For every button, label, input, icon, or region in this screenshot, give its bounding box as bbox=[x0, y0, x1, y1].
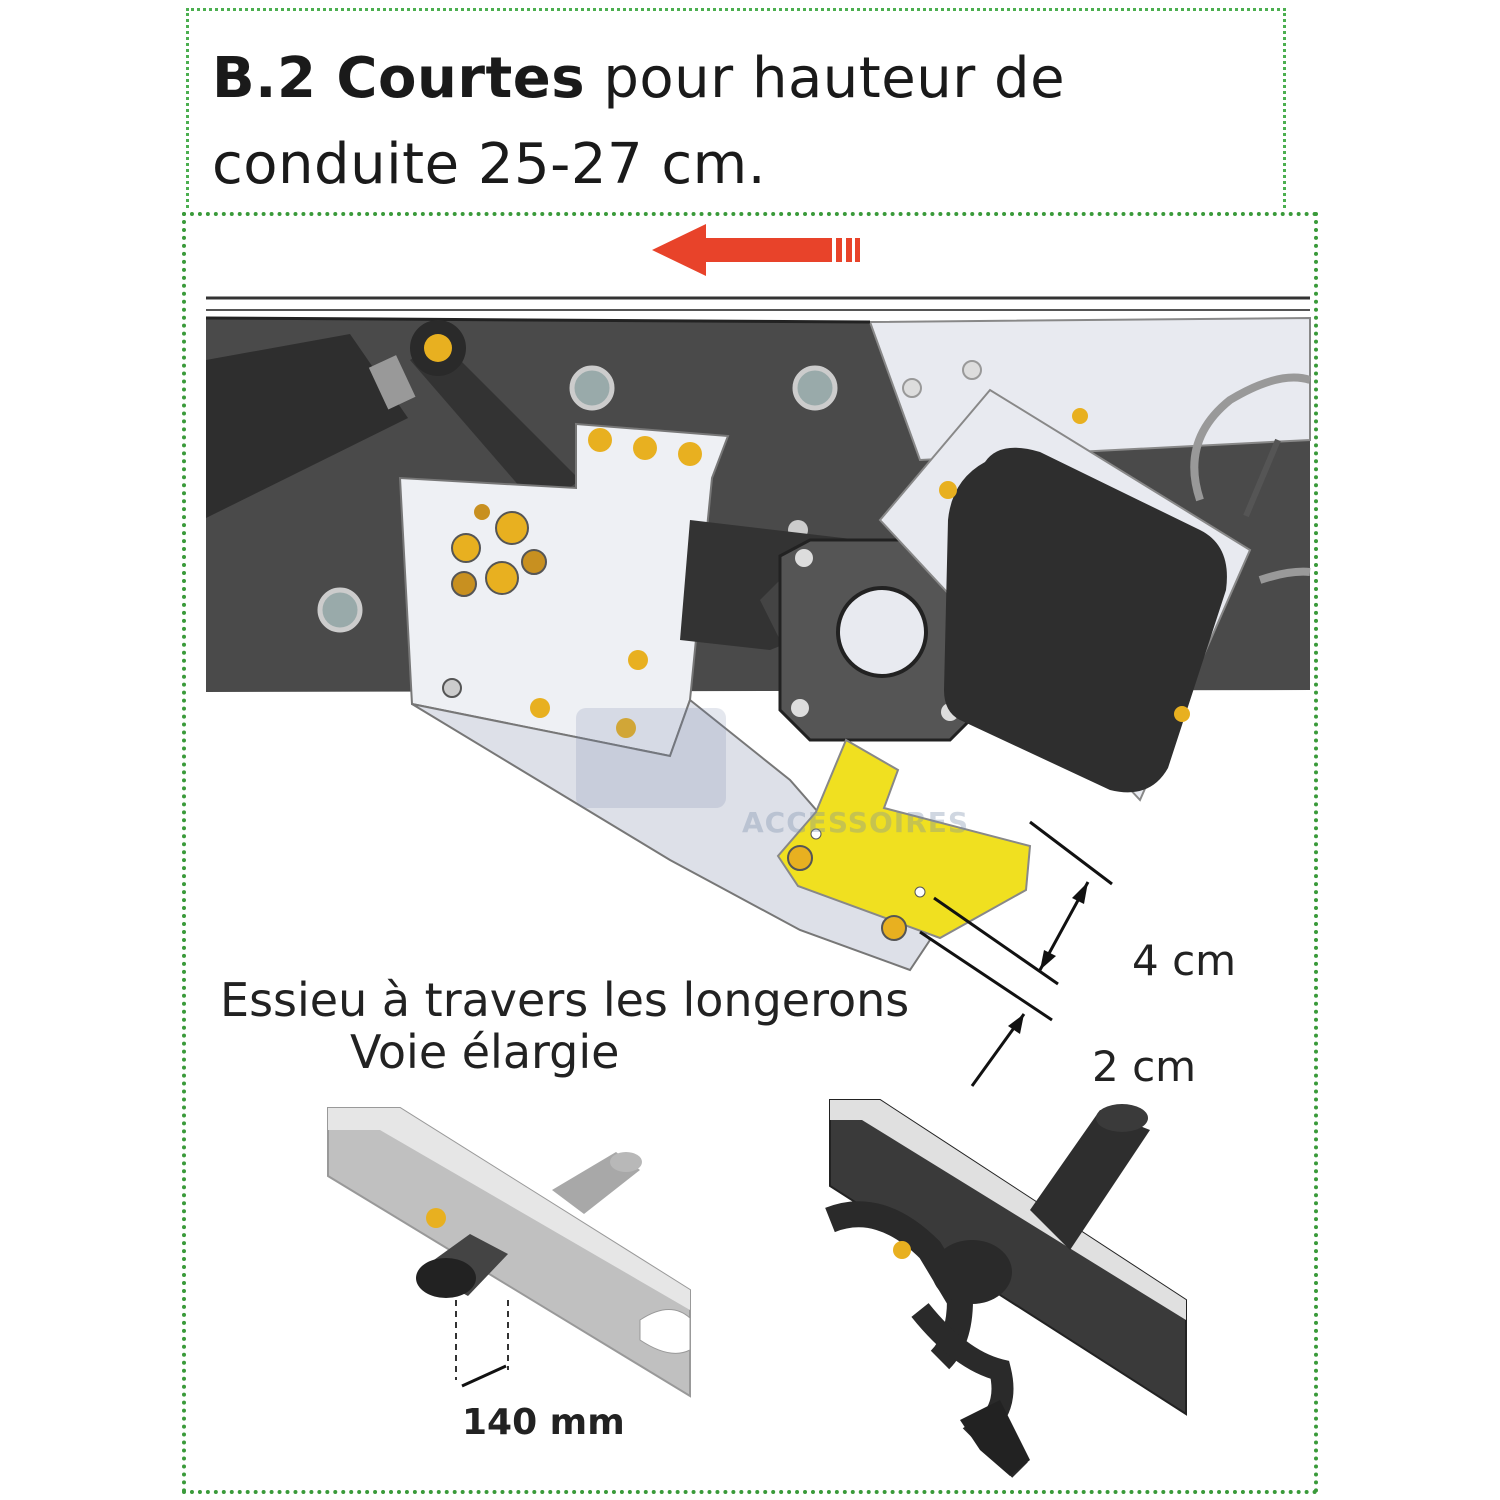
direction-arrow bbox=[652, 224, 860, 276]
rubber-spring bbox=[878, 388, 1252, 802]
page-title: B.2 Courtes pour hauteur de conduite 25-… bbox=[212, 36, 1065, 208]
shock-absorber bbox=[206, 320, 580, 518]
yellow-bracket bbox=[776, 738, 1032, 941]
title-line1: pour hauteur de bbox=[585, 46, 1066, 111]
caption-line1: Essieu à travers les longerons bbox=[220, 973, 910, 1027]
axle-render-right bbox=[825, 1099, 1187, 1478]
watermark-logo bbox=[576, 708, 726, 808]
axle-offset-label: 140 mm bbox=[462, 1402, 625, 1443]
watermark-text: ACCESSOIRES bbox=[742, 806, 970, 839]
brake-line bbox=[1190, 373, 1312, 584]
dimension-upper-label: 4 cm bbox=[1132, 936, 1237, 985]
dimension-lines bbox=[919, 820, 1113, 1087]
diagram-frame bbox=[182, 212, 1318, 1494]
caption-line2: Voie élargie bbox=[350, 1025, 620, 1079]
axle-flange bbox=[778, 538, 982, 742]
title-bold: B.2 Courtes bbox=[212, 46, 586, 111]
title-frame bbox=[186, 8, 1286, 208]
title-line2: conduite 25-27 cm. bbox=[212, 132, 767, 197]
plate-bolts bbox=[442, 428, 702, 738]
axle-render-left bbox=[327, 1107, 691, 1398]
dimension-lower-label: 2 cm bbox=[1092, 1042, 1197, 1091]
